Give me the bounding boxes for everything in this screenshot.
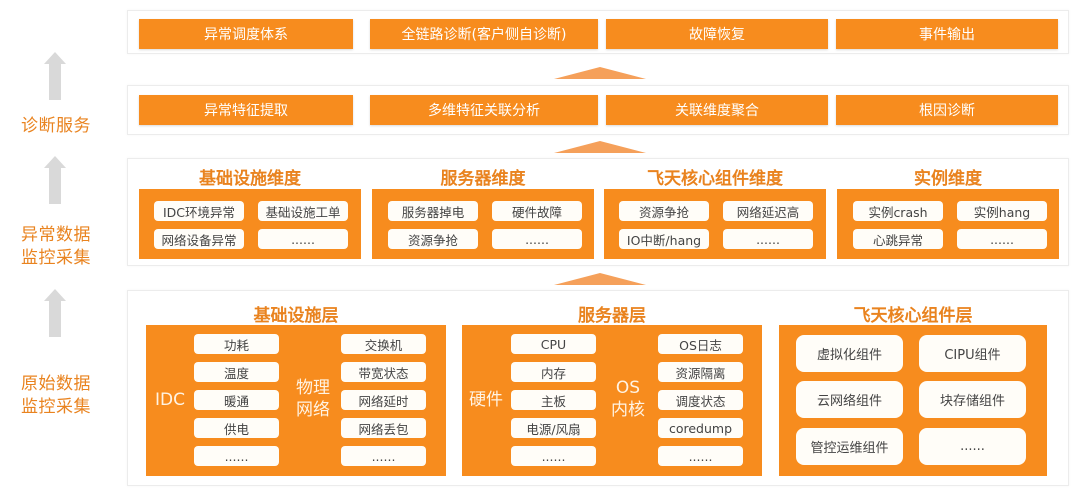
- layer-item: 主板: [511, 390, 596, 410]
- dimension-item: ......: [258, 229, 348, 249]
- dimension-title: 飞天核心组件维度: [647, 169, 783, 189]
- up-arrow-icon: [44, 156, 66, 204]
- layer-item: 交换机: [341, 334, 426, 354]
- dimension-title: 实例维度: [914, 169, 982, 189]
- diag-bottom-item: 异常特征提取: [139, 95, 353, 125]
- up-arrow-icon: [44, 52, 66, 100]
- dimension-item: 资源争抢: [388, 229, 478, 249]
- layer-item: 资源隔离: [658, 362, 743, 382]
- layer-item: ......: [919, 428, 1026, 465]
- diag-top-item: 故障恢复: [606, 19, 828, 49]
- layer-item: 网络延时: [341, 390, 426, 410]
- dimension-item: ......: [492, 229, 582, 249]
- dimension-title: 服务器维度: [440, 169, 526, 189]
- layer-item: 块存储组件: [919, 381, 1026, 418]
- layer-sublabel: IDC: [155, 390, 185, 410]
- dimension-item: ......: [723, 229, 813, 249]
- layer-item: ......: [658, 446, 743, 466]
- dimension-item: 资源争抢: [619, 201, 709, 221]
- diag-bottom-item: 根因诊断: [836, 95, 1058, 125]
- layer-title: 飞天核心组件层: [853, 306, 973, 326]
- label-raw-collection: 原始数据 监控采集: [21, 374, 91, 417]
- dimension-item: 网络设备异常: [154, 229, 244, 249]
- layer-title: 服务器层: [578, 306, 646, 326]
- layer-item: 暖通: [194, 390, 279, 410]
- up-arrow-icon: [44, 289, 66, 337]
- layer-item: OS日志: [658, 334, 743, 354]
- triangle-arrow-icon: [554, 141, 646, 153]
- dimension-item: 服务器掉电: [388, 201, 478, 221]
- layer-item: 带宽状态: [341, 362, 426, 382]
- layer-item: 温度: [194, 362, 279, 382]
- layer-item: 电源/风扇: [511, 418, 596, 438]
- label-anomaly-collection: 异常数据 监控采集: [21, 225, 91, 268]
- label-diagnosis-service: 诊断服务: [21, 116, 91, 136]
- layer-item: 网络丢包: [341, 418, 426, 438]
- dimension-item: 硬件故障: [492, 201, 582, 221]
- dimension-item: 网络延迟高: [723, 201, 813, 221]
- dimension-item: 实例hang: [957, 201, 1047, 221]
- layer-item: 功耗: [194, 334, 279, 354]
- layer-item: CIPU组件: [919, 335, 1026, 372]
- layer-item: 供电: [194, 418, 279, 438]
- layer-item: 云网络组件: [796, 381, 903, 418]
- diag-top-item: 事件输出: [836, 19, 1058, 49]
- triangle-arrow-icon: [554, 273, 646, 285]
- diag-bottom-item: 多维特征关联分析: [370, 95, 598, 125]
- layer-item: coredump: [658, 418, 743, 438]
- layer-item: CPU: [511, 334, 596, 354]
- dimension-title: 基础设施维度: [199, 169, 301, 189]
- dimension-item: 基础设施工单: [258, 201, 348, 221]
- layer-sublabel: OS 内核: [611, 378, 645, 420]
- triangle-arrow-icon: [554, 67, 646, 79]
- dimension-item: 实例crash: [853, 201, 943, 221]
- layer-sublabel: 物理 网络: [296, 378, 330, 420]
- dimension-item: ......: [957, 229, 1047, 249]
- dimension-item: IDC环境异常: [154, 201, 244, 221]
- layer-item: 内存: [511, 362, 596, 382]
- dimension-item: IO中断/hang: [619, 229, 709, 249]
- layer-item: ......: [511, 446, 596, 466]
- layer-sublabel: 硬件: [469, 390, 503, 410]
- layer-title: 基础设施层: [253, 306, 339, 326]
- diag-bottom-item: 关联维度聚合: [606, 95, 828, 125]
- layer-item: ......: [194, 446, 279, 466]
- layer-item: ......: [341, 446, 426, 466]
- layer-item: 管控运维组件: [796, 428, 903, 465]
- layer-item: 调度状态: [658, 390, 743, 410]
- diag-top-item: 全链路诊断(客户侧自诊断): [370, 19, 598, 49]
- layer-item: 虚拟化组件: [796, 335, 903, 372]
- diag-top-item: 异常调度体系: [139, 19, 353, 49]
- dimension-item: 心跳异常: [853, 229, 943, 249]
